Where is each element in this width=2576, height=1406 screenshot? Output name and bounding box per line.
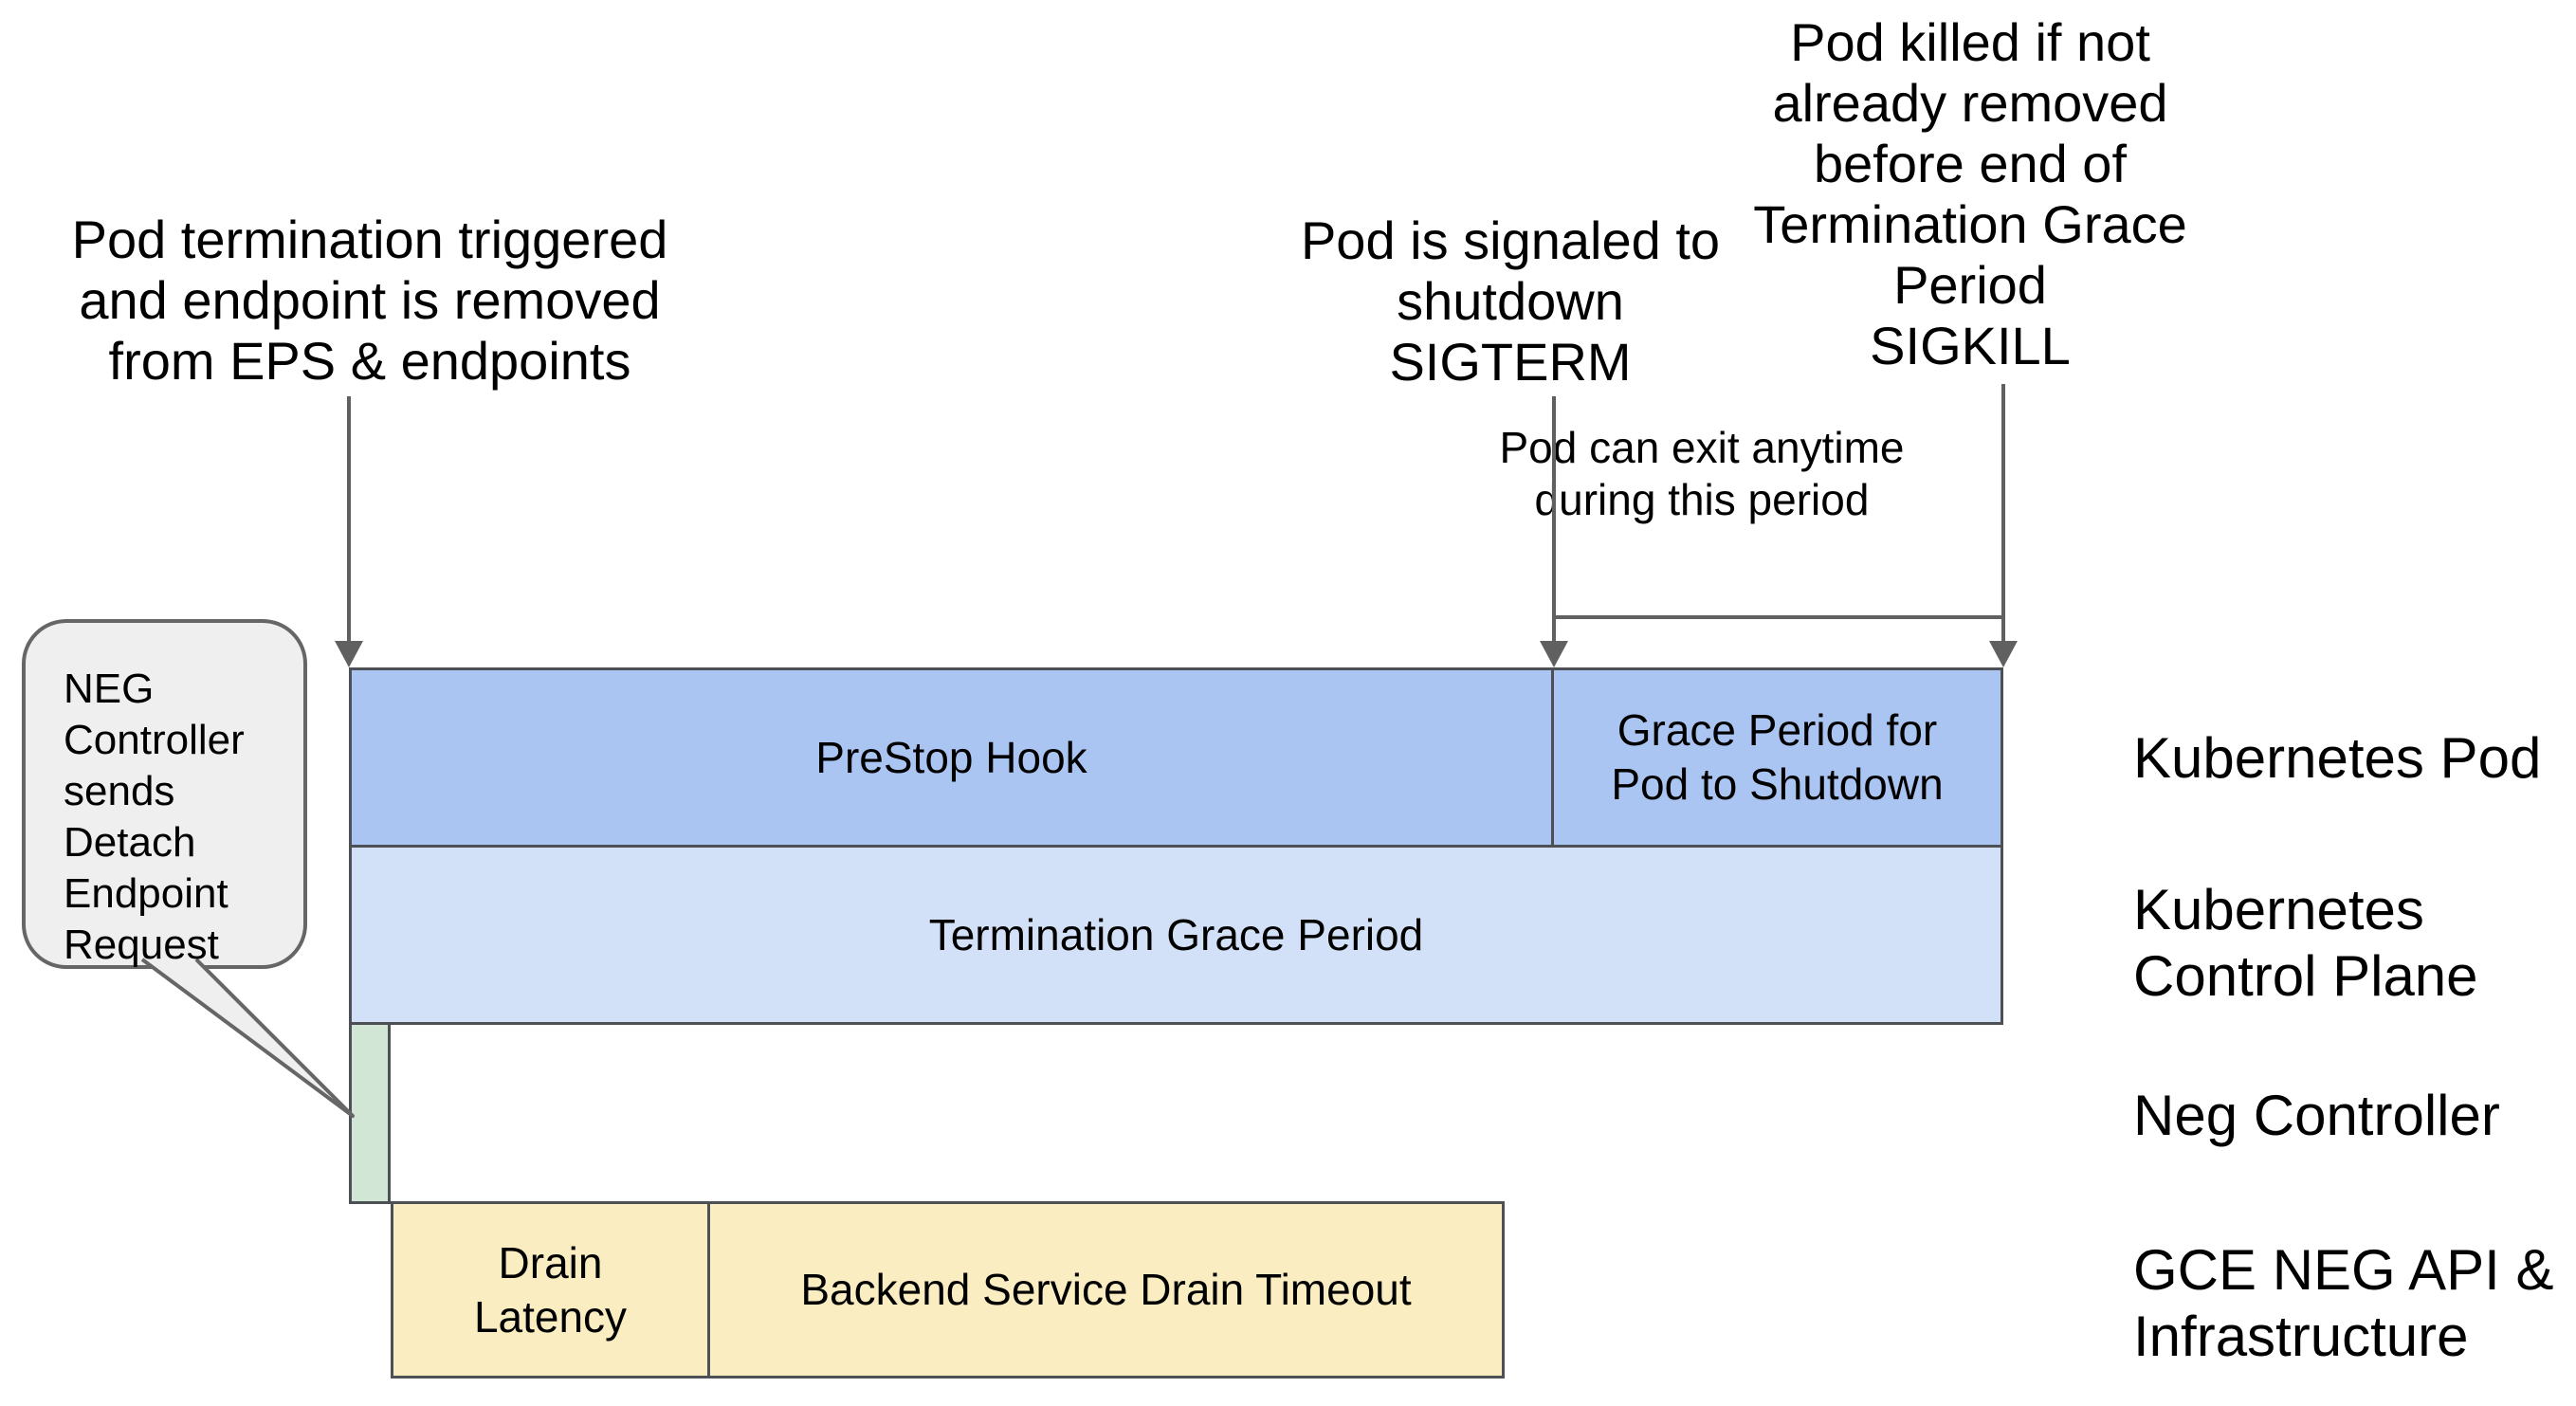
bar-prestop-hook: PreStop Hook [349,667,1554,848]
bar-label-line: Pod to Shutdown [1611,759,1944,809]
callout-bubble-shape [22,619,355,1118]
annotation-line: Period [1893,255,2047,315]
annotation-line: during this period [1534,475,1870,524]
bar-termination-grace-period: Termination Grace Period [349,845,2003,1025]
callout-bubble-tail [140,958,355,1118]
annotation-line: SIGKILL [1870,316,2071,375]
bar-label: PreStop Hook [815,732,1087,782]
bar-drain-latency: Drain Latency [391,1201,710,1379]
arrowhead-sigterm-icon [1540,641,1568,667]
annotation-line: and endpoint is removed [79,270,661,330]
arrowhead-sigkill-icon [1989,641,2018,667]
annotation-line: Pod is signaled to [1300,210,1721,270]
annotation-line: before end of [1813,134,2128,193]
lane-label-gce-neg-api: GCE NEG API & Infrastructure [2133,1237,2553,1370]
annotation-line: already removed [1772,73,2168,133]
bar-label: Backend Service Drain Timeout [800,1265,1412,1314]
annotation-line: SIGTERM [1389,332,1632,392]
lane-label-kubernetes-control-plane: Kubernetes Control Plane [2133,877,2478,1010]
callout-line: Controller [64,717,245,763]
annotation-pod-signaled-sigterm: Pod is signaled to shutdown SIGTERM [1226,210,1795,393]
callout-neg-controller-text: NEG Controller sends Detach Endpoint Req… [64,664,245,971]
annotation-pod-can-exit: Pod can exit anytime during this period [1417,422,1986,526]
annotation-pod-termination-triggered: Pod termination triggered and endpoint i… [38,210,702,392]
callout-line: Request [64,922,219,968]
annotation-line: shutdown [1397,271,1624,331]
bar-label: Termination Grace Period [928,909,1424,959]
lane-label-line: Kubernetes [2133,878,2424,941]
bar-grace-period-for-pod-shutdown: Grace Period for Pod to Shutdown [1551,667,2003,848]
lane-label-line: GCE NEG API & [2133,1238,2554,1302]
annotation-pod-killed-sigkill: Pod killed if not already removed before… [1686,12,2255,376]
bar-label-line: Drain [498,1237,603,1287]
annotation-line: Pod termination triggered [71,210,668,269]
lane-label-kubernetes-pod: Kubernetes Pod [2133,726,2542,790]
callout-line: Detach [64,819,196,866]
annotation-line: from EPS & endpoints [108,331,631,391]
bar-backend-service-drain-timeout: Backend Service Drain Timeout [707,1201,1505,1379]
callout-line: sends [64,768,175,814]
bar-label-line: Latency [473,1291,628,1342]
annotation-line: Termination Grace [1753,194,2187,254]
lane-label-neg-controller: Neg Controller [2133,1084,2500,1147]
annotation-line: Pod killed if not [1790,12,2150,72]
callout-line: NEG [64,666,155,712]
lane-label-line: Infrastructure [2133,1305,2469,1368]
bar-label-line: Grace Period for [1617,705,1938,755]
annotation-line: Pod can exit anytime [1499,423,1905,472]
callout-line: Endpoint [64,870,228,917]
lane-label-line: Control Plane [2133,944,2478,1008]
